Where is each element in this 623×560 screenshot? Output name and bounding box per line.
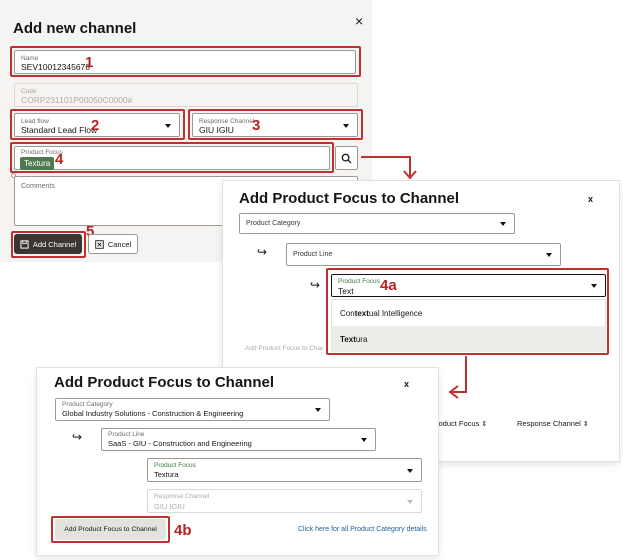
code-value: CORP231101P00050C0000# (21, 95, 133, 105)
add-product-focus-button-disabled[interactable]: Add Product Focus to Char (245, 345, 324, 352)
panel-title: Add Product Focus to Channel (239, 190, 459, 207)
product-focus-input[interactable]: Product Focus Text (331, 274, 606, 297)
lead-flow-label: Lead flow (21, 118, 49, 125)
product-focus-field[interactable]: Product Focus Textura (14, 146, 330, 170)
product-category-value: Global Industry Solutions - Construction… (62, 409, 244, 418)
annotation-5: 5 (86, 223, 95, 240)
code-field: Code CORP231101P00050C0000# (14, 83, 358, 107)
suggestion-item[interactable]: Contextual Intelligence (332, 300, 605, 326)
response-channel-label: Response Channel (154, 493, 210, 500)
annotation-4: 4 (55, 151, 64, 168)
cancel-label: Cancel (107, 239, 132, 249)
product-category-select[interactable]: Product Category (239, 213, 515, 234)
product-line-select[interactable]: Product Line (286, 243, 561, 266)
product-focus-label: Product Focus (21, 149, 63, 156)
product-focus-select[interactable]: Product Focus Textura (147, 458, 422, 482)
chevron-down-icon (407, 500, 413, 504)
cancel-button[interactable]: Cancel (88, 234, 138, 254)
annotation-3: 3 (252, 117, 261, 134)
product-line-label: Product Line (108, 431, 145, 438)
highlight-4 (10, 142, 334, 173)
close-box-icon (95, 239, 104, 249)
close-icon[interactable]: x (404, 379, 410, 389)
suggestion-text-match: Text (340, 335, 356, 344)
add-channel-button[interactable]: Add Channel (14, 234, 82, 254)
highlight-2 (10, 109, 185, 140)
search-icon (341, 153, 352, 164)
product-focus-label: Product Focus (154, 462, 196, 469)
highlight-5 (11, 231, 86, 258)
name-field[interactable]: Name SEV10012345678 (14, 50, 356, 74)
highlight-4a (326, 268, 609, 355)
name-value: SEV10012345678 (21, 62, 91, 72)
product-category-placeholder: Product Category (246, 220, 301, 227)
chevron-down-icon[interactable] (343, 124, 349, 128)
product-line-placeholder: Product Line (293, 251, 333, 258)
lead-flow-select[interactable]: Lead flow Standard Lead Flow (14, 113, 180, 137)
chevron-down-icon[interactable] (361, 438, 367, 442)
product-focus-label: Product Focus (338, 278, 380, 285)
panel-title: Add Product Focus to Channel (54, 374, 274, 391)
suggestion-item-selected[interactable]: Textura (332, 326, 605, 352)
search-button[interactable] (335, 146, 358, 170)
name-label: Name (21, 55, 39, 62)
suggestion-text-post: ura (355, 335, 368, 344)
comments-label: Comments (21, 183, 55, 190)
response-channel-select[interactable]: Response Channel GIU IGIU (192, 113, 358, 137)
product-line-select[interactable]: Product Line SaaS - GIU - Construction a… (101, 428, 376, 451)
chevron-down-icon[interactable] (315, 408, 321, 412)
hook-arrow-icon: ↪ (72, 430, 83, 444)
save-icon (20, 239, 29, 249)
product-category-label: Product Category (62, 401, 113, 408)
chevron-down-icon[interactable] (165, 124, 171, 128)
add-product-focus-panel-filled: Add Product Focus to Channel x Product C… (37, 368, 438, 555)
product-line-value: SaaS - GIU - Construction and Engineerin… (108, 439, 252, 448)
highlight-1 (10, 46, 361, 77)
field-marker-icon (11, 173, 16, 178)
annotation-4b: 4b (174, 522, 192, 539)
highlight-3 (188, 109, 363, 140)
close-icon[interactable]: × (355, 13, 364, 29)
sort-icon: ⇕ (481, 421, 488, 428)
lead-flow-value: Standard Lead Flow (21, 125, 98, 135)
suggestion-list: Contextual Intelligence Textura (331, 299, 606, 352)
product-focus-chip[interactable]: Textura (20, 157, 55, 170)
column-header-product-focus[interactable]: Product Focus ⇕ (431, 419, 487, 428)
annotation-4a: 4a (380, 277, 397, 294)
sort-icon: ⇕ (582, 421, 589, 428)
annotation-1: 1 (85, 54, 94, 71)
product-focus-value: Textura (154, 470, 179, 479)
add-channel-label: Add Channel (32, 239, 77, 249)
suggestion-text-post: ual Intelligence (368, 309, 423, 318)
column-header-label: Product Focus (431, 419, 480, 428)
add-product-focus-button[interactable]: Add Product Focus to Channel (55, 519, 166, 540)
product-focus-value: Text (338, 286, 354, 296)
response-channel-select: Response Channel GIU IGIU (147, 489, 422, 513)
column-header-response-channel[interactable]: Response Channel ⇕ (517, 419, 589, 428)
response-channel-label: Response Channel (199, 118, 255, 125)
hook-arrow-icon: ↪ (310, 278, 321, 292)
product-category-select[interactable]: Product Category Global Industry Solutio… (55, 398, 330, 421)
chevron-down-icon[interactable] (546, 253, 552, 257)
panel-title: Add new channel (13, 20, 137, 37)
annotation-2: 2 (91, 117, 100, 134)
highlight-4b (51, 516, 170, 543)
code-label: Code (21, 88, 37, 95)
response-channel-value: GIU IGIU (199, 125, 234, 135)
product-category-details-link[interactable]: Click here for all Product Category deta… (298, 526, 427, 533)
close-icon[interactable]: x (588, 194, 594, 204)
suggestion-text-pre: Con (340, 309, 355, 318)
chevron-down-icon[interactable] (591, 284, 597, 288)
chevron-down-icon[interactable] (500, 222, 506, 226)
hook-arrow-icon: ↪ (257, 245, 268, 259)
response-channel-value: GIU IGIU (154, 502, 185, 511)
chevron-down-icon[interactable] (407, 469, 413, 473)
column-header-label: Response Channel (517, 419, 581, 428)
suggestion-text-match: text (354, 309, 369, 318)
